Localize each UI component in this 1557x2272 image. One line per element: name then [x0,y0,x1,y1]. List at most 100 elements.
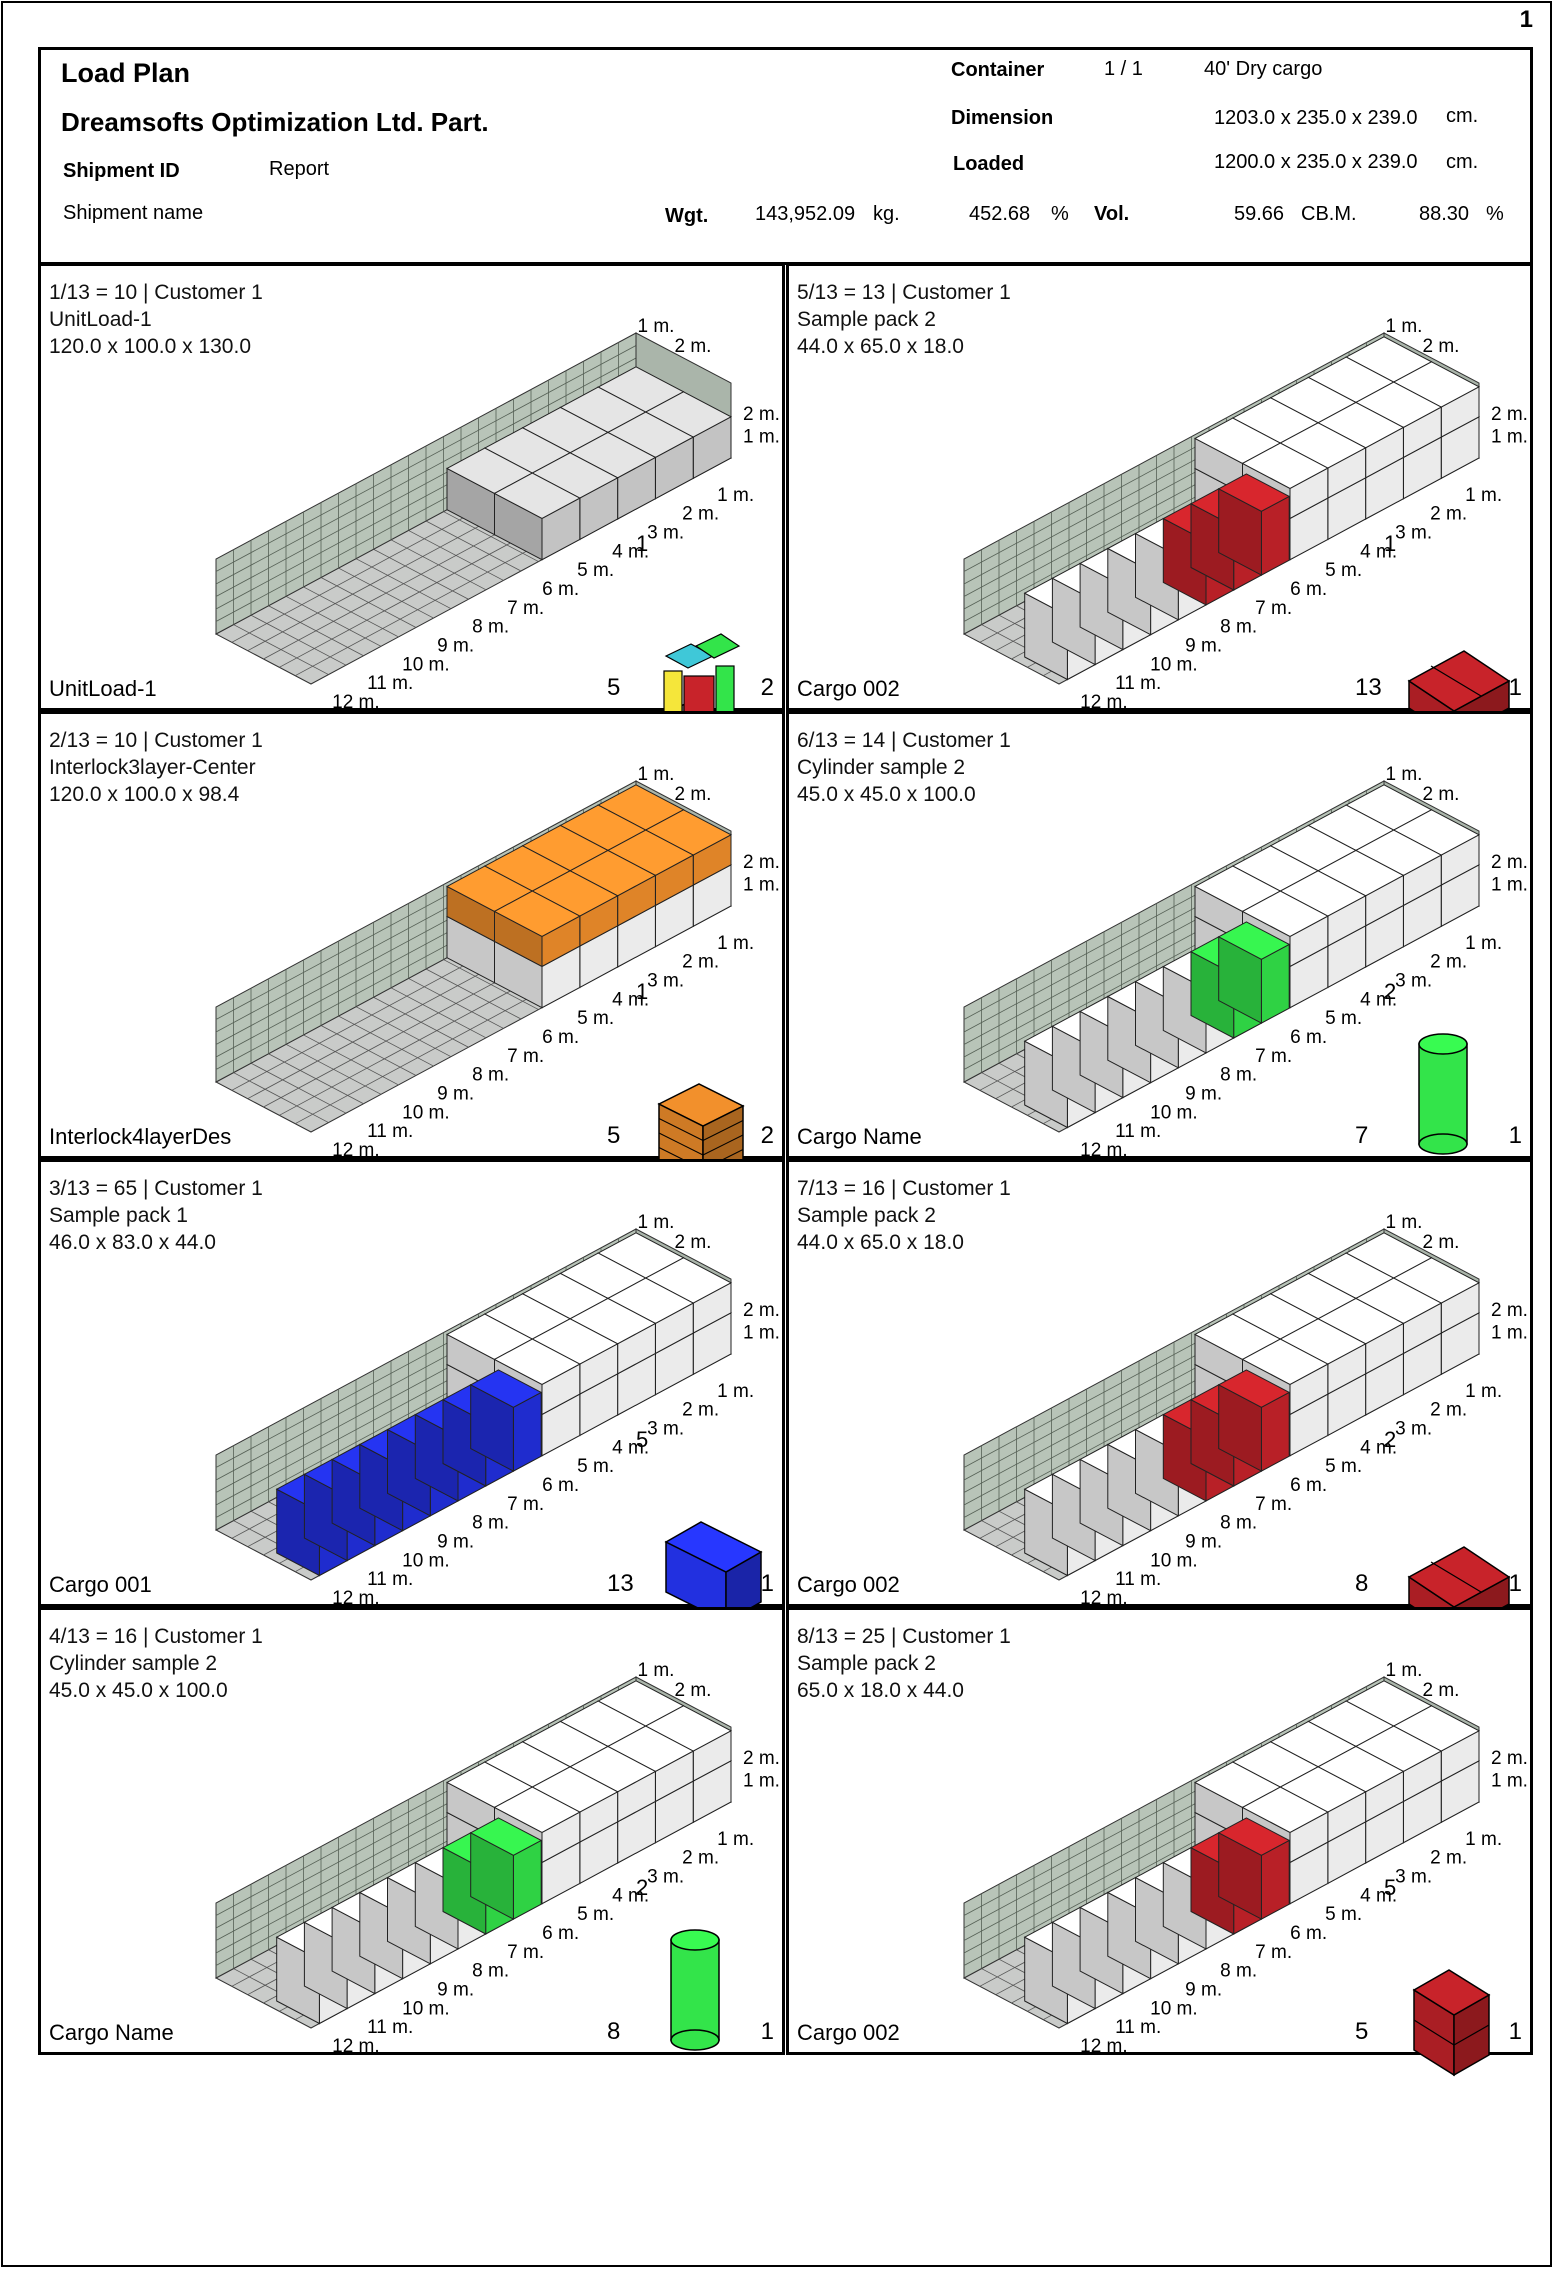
length-tick-label: 11 m. [1115,2017,1161,2038]
length-tick-label: 11 m. [367,673,413,694]
cargo-count-a: 7 [1355,1122,1369,1149]
length-tick-label: 6 m. [542,1027,579,1048]
step-info-line1: 1/13 = 10 | Customer 1 [49,281,263,304]
shipment-id-value: Report [269,158,330,180]
step-info-line3: 44.0 x 65.0 x 18.0 [797,335,964,358]
container-3d-view: 1 m.2 m.3 m.4 m.5 m.6 m.7 m.8 m.9 m.10 m… [962,1212,1528,1604]
length-tick-label: 2 m. [1430,1848,1467,1869]
length-tick-label: 6 m. [1290,1027,1327,1048]
icon-quantity: 2 [1384,979,1397,1004]
length-tick-label: 11 m. [367,2017,413,2038]
step-info-line1: 2/13 = 10 | Customer 1 [49,729,263,752]
pallet-lower [493,472,581,561]
height-tick-label: 1 m. [743,1770,780,1791]
step-info-line3: 46.0 x 83.0 x 44.0 [49,1231,216,1254]
length-axis: 1 m.2 m.3 m.4 m.5 m.6 m.7 m.8 m.9 m.10 m… [1080,1381,1502,1604]
cargo-name: Interlock4layerDes [49,1124,232,1149]
length-tick-label: 6 m. [1290,579,1327,600]
cargo-name: Cargo Name [49,2020,174,2045]
length-tick-label: 1 m. [717,485,754,506]
page-title: Load Plan [61,58,191,88]
length-tick-label: 3 m. [647,522,684,543]
length-tick-label: 2 m. [682,1848,719,1869]
length-tick-label: 8 m. [472,1065,509,1086]
length-tick-label: 5 m. [577,1904,614,1925]
icon-quantity: 2 [1384,1427,1397,1452]
length-axis: 1 m.2 m.3 m.4 m.5 m.6 m.7 m.8 m.9 m.10 m… [332,933,754,1156]
length-tick-label: 9 m. [1185,1531,1222,1552]
container-type: 40' Dry cargo [1204,58,1323,80]
length-tick-label: 9 m. [437,1979,474,2000]
length-tick-label: 2 m. [682,504,719,525]
step-info-line2: Sample pack 2 [797,1204,936,1227]
length-tick-label: 1 m. [717,933,754,954]
height-tick-label: 1 m. [743,1322,780,1343]
height-tick-label: 2 m. [743,1748,780,1769]
width-tick-label: 1 m. [638,1660,675,1681]
cargo-count-b: 1 [760,2018,774,2045]
cargo-name: UnitLoad-1 [49,676,157,701]
loading-step-panel: 1 m.2 m.3 m.4 m.5 m.6 m.7 m.8 m.9 m.10 m… [38,1159,785,1624]
length-tick-label: 9 m. [437,1083,474,1104]
width-tick-label: 2 m. [675,1232,712,1253]
icon-quantity: 1 [636,979,649,1004]
height-tick-label: 1 m. [743,426,780,447]
cargo-count-b: 1 [1508,1122,1522,1149]
icon-quantity: 5 [636,1427,649,1452]
length-axis: 1 m.2 m.3 m.4 m.5 m.6 m.7 m.8 m.9 m.10 m… [332,485,754,708]
length-tick-label: 1 m. [717,1381,754,1402]
length-tick-label: 7 m. [507,1046,544,1067]
weight-label: Wgt. [665,205,709,227]
length-tick-label: 1 m. [1465,485,1502,506]
step-info-line1: 7/13 = 16 | Customer 1 [797,1177,1011,1200]
length-tick-label: 12 m. [332,2036,380,2052]
loading-step-panel: 1 m.2 m.3 m.4 m.5 m.6 m.7 m.8 m.9 m.10 m… [38,711,785,1195]
step-info-line2: Sample pack 2 [797,308,936,331]
cargo-count-a: 13 [607,1570,634,1597]
length-axis: 1 m.2 m.3 m.4 m.5 m.6 m.7 m.8 m.9 m.10 m… [332,1381,754,1604]
loading-step-panel: 1 m.2 m.3 m.4 m.5 m.6 m.7 m.8 m.9 m.10 m… [38,1607,785,2055]
length-tick-label: 12 m. [332,692,380,708]
height-tick-label: 1 m. [743,874,780,895]
length-tick-label: 1 m. [1465,1381,1502,1402]
length-tick-label: 4 m. [612,1885,649,1906]
width-tick-label: 2 m. [1423,784,1460,805]
height-tick-label: 2 m. [743,404,780,425]
length-tick-label: 7 m. [1255,1046,1292,1067]
loaded-cargo [275,1232,733,1577]
width-tick-label: 2 m. [1423,1680,1460,1701]
cargo-count-a: 8 [1355,1570,1369,1597]
length-tick-label: 12 m. [1080,2036,1128,2052]
container-index: 1 / 1 [1104,58,1143,80]
container-3d-view: 1 m.2 m.3 m.4 m.5 m.6 m.7 m.8 m.9 m.10 m… [214,1660,780,2052]
length-tick-label: 1 m. [1465,933,1502,954]
length-tick-label: 6 m. [542,579,579,600]
length-tick-label: 10 m. [1150,1102,1198,1123]
length-tick-label: 10 m. [402,1550,450,1571]
length-tick-label: 3 m. [1395,970,1432,991]
length-tick-label: 9 m. [1185,1979,1222,2000]
step-info-line1: 4/13 = 16 | Customer 1 [49,1625,263,1648]
length-tick-label: 11 m. [1115,673,1161,694]
length-tick-label: 4 m. [612,541,649,562]
length-tick-label: 8 m. [1220,1513,1257,1534]
length-tick-label: 4 m. [612,1437,649,1458]
length-axis: 1 m.2 m.3 m.4 m.5 m.6 m.7 m.8 m.9 m.10 m… [332,1829,754,2052]
cargo-name: Cargo 002 [797,2020,900,2045]
length-tick-label: 2 m. [1430,1400,1467,1421]
length-tick-label: 11 m. [367,1121,413,1142]
cargo-stack [1217,921,1291,1024]
height-tick-label: 1 m. [1491,874,1528,895]
company-name: Dreamsofts Optimization Ltd. Part. [61,107,489,137]
length-tick-label: 4 m. [1360,1885,1397,1906]
cargo-count-b: 1 [1508,674,1522,701]
cargo-name: Cargo 001 [49,1572,152,1597]
length-tick-label: 6 m. [542,1475,579,1496]
cargo-stack [1217,1817,1291,1920]
dimension-value: 1203.0 x 235.0 x 239.0 [1214,107,1418,129]
loaded-cargo [445,366,733,561]
length-tick-label: 8 m. [1220,1065,1257,1086]
length-axis: 1 m.2 m.3 m.4 m.5 m.6 m.7 m.8 m.9 m.10 m… [1080,1829,1502,2052]
